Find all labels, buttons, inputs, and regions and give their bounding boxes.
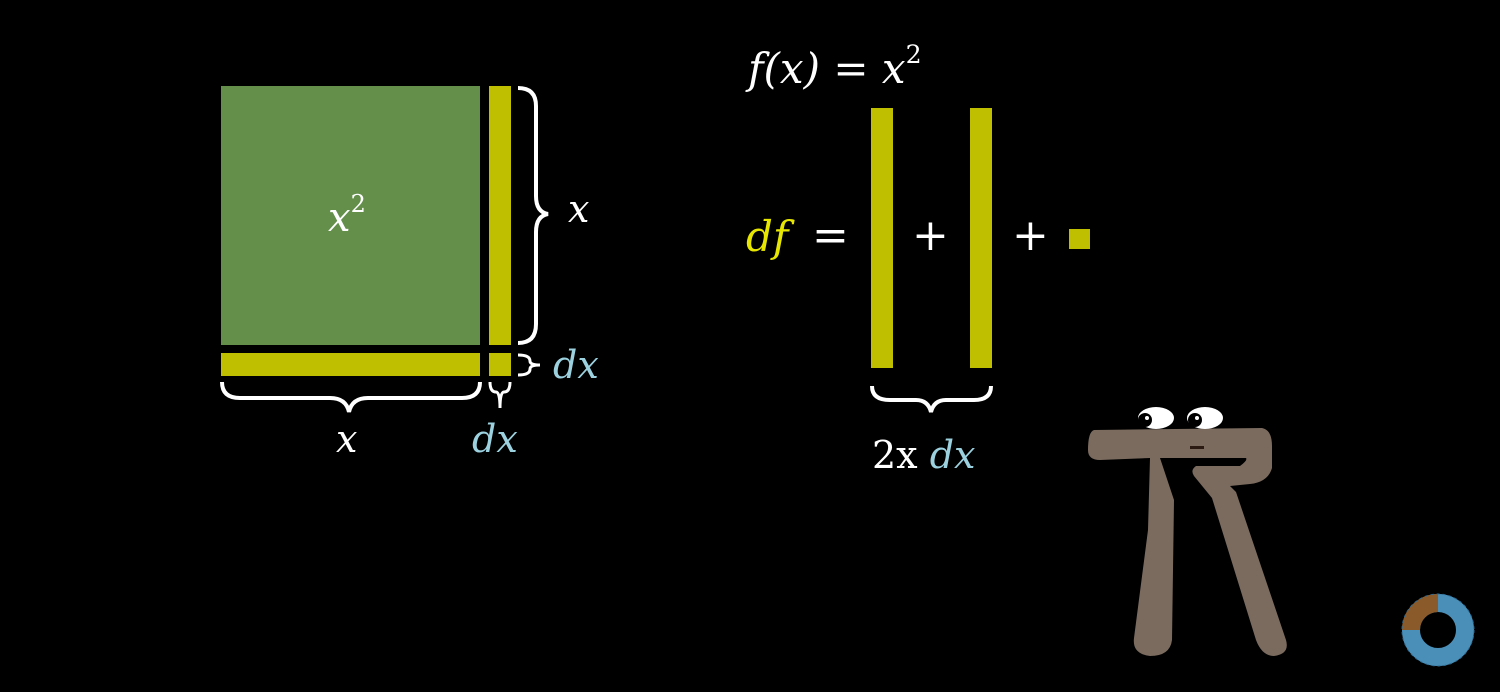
df-label: df [746, 212, 789, 261]
square-area-label: x2 [328, 192, 366, 241]
square-label-exponent: 2 [350, 189, 366, 218]
square-label-base: x [328, 195, 351, 241]
plus-sign-1: + [912, 210, 949, 261]
bottom-strip [221, 353, 480, 376]
right-strip [489, 86, 511, 345]
formula-dx: dx [929, 433, 976, 477]
x-squared-square [221, 86, 480, 345]
side-dx-label: dx [553, 343, 599, 387]
strip-bar-1 [871, 108, 893, 368]
small-right-brace [517, 353, 541, 377]
function-definition-text: f(x) = x [748, 44, 906, 93]
bottom-x-label: x [336, 417, 358, 461]
two-x-dx-label: 2x dx [872, 436, 975, 474]
coefficient-2x: 2x [872, 433, 918, 477]
loading-spinner-logo-icon [1401, 593, 1475, 667]
corner-square [489, 353, 511, 376]
tiny-square [1069, 229, 1090, 249]
plus-sign-2: + [1012, 210, 1049, 261]
right-brace [517, 86, 549, 345]
equals-sign: = [812, 210, 849, 261]
pi-creature-eyes-icon [1138, 407, 1223, 449]
function-exponent: 2 [905, 39, 922, 69]
pi-creature-icon [1088, 428, 1287, 656]
bottom-brace [220, 381, 482, 413]
formula-brace [870, 385, 993, 413]
small-bottom-brace [488, 381, 512, 409]
function-definition: f(x) = x2 [748, 42, 922, 90]
bottom-dx-label: dx [472, 417, 518, 461]
strip-bar-2 [970, 108, 992, 368]
side-x-label: x [568, 187, 590, 231]
